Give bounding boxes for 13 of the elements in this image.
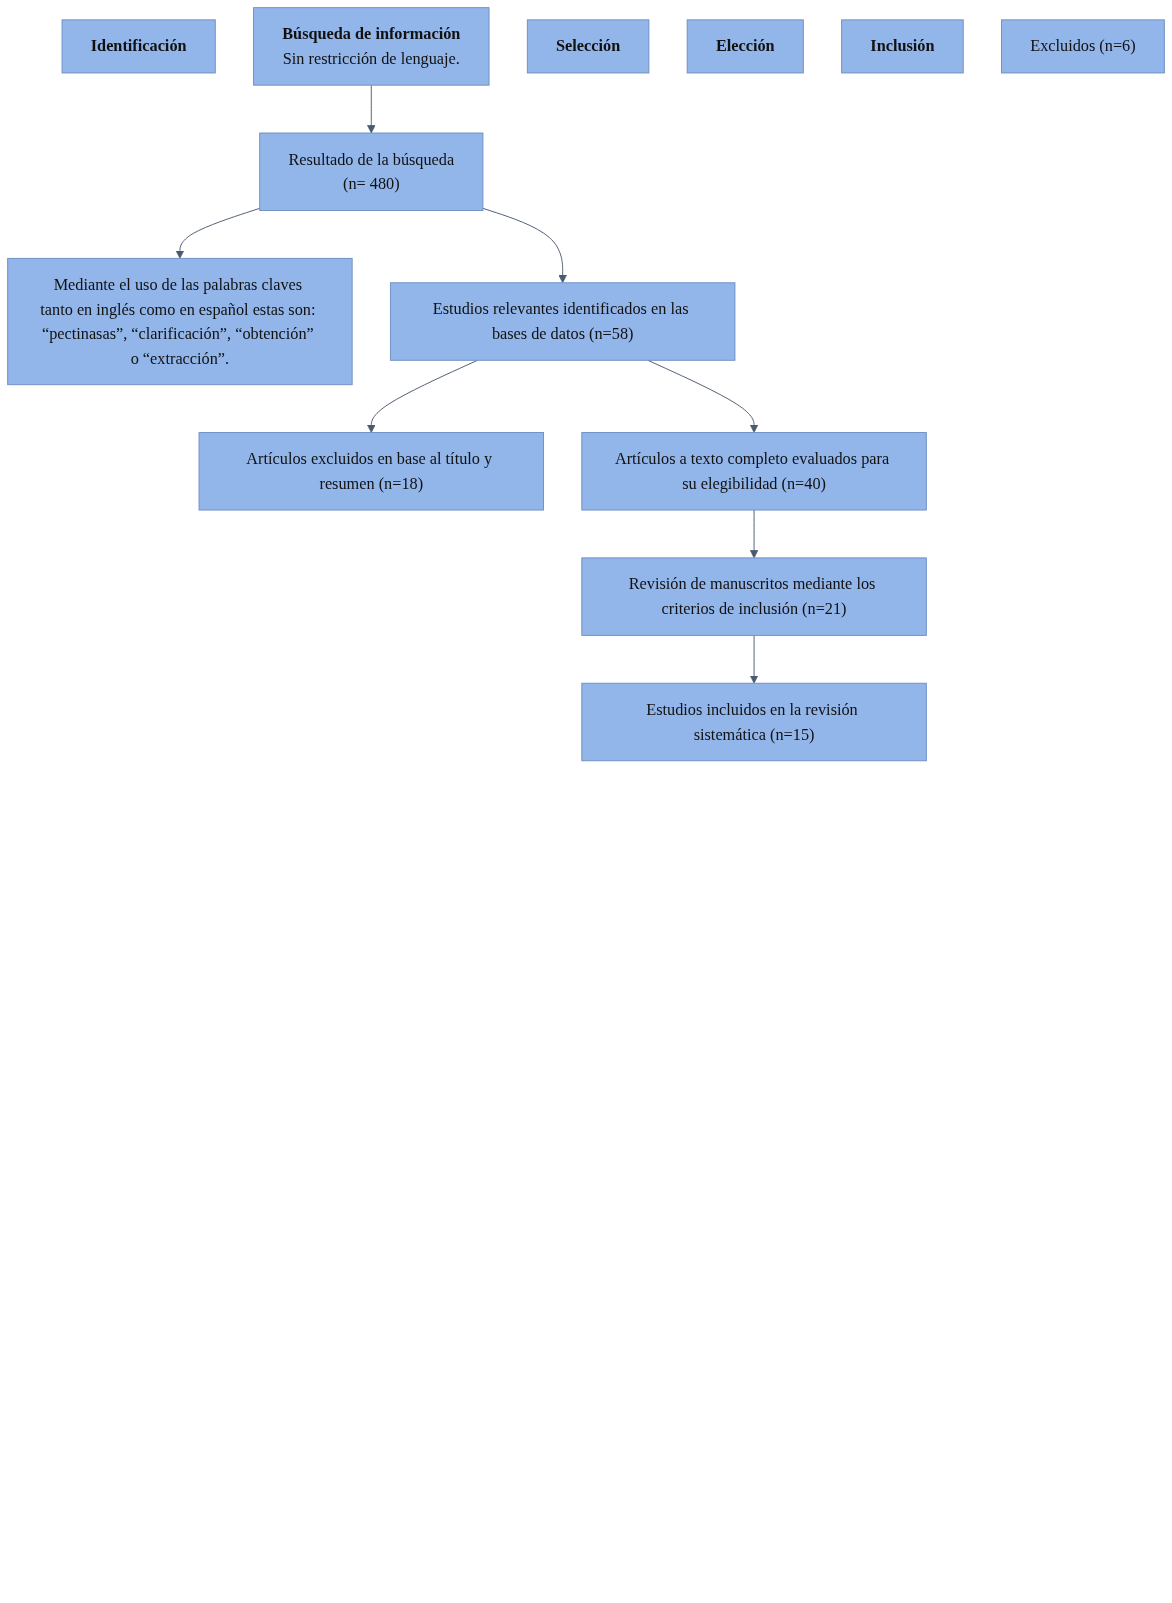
node-box: Mediante el uso de las palabras claves tanto en inglés como en español estas son: “pectinasas”, “clarificación”, “obtención” o “extracción”. <box>7 257 353 386</box>
node-box: Artículos excluidos en base al título y resumen (n=18) <box>198 432 544 511</box>
node-box: Estudios incluidos en la revisión sistemática (n=15) <box>581 682 927 762</box>
node-box: Selección <box>526 19 650 74</box>
node-box: Revisión de manuscritos mediante los criterios de inclusión (n=21) <box>581 557 927 636</box>
node-box: Búsqueda de información Sin restricción de lenguaje. <box>253 7 490 86</box>
node-box: Inclusión <box>841 19 964 74</box>
node-box: Identificación <box>61 19 216 74</box>
node-box: Artículos a texto completo evaluados para su elegibilidad (n=40) <box>581 432 927 511</box>
node-box: Estudios relevantes identificados en las bases de datos (n=58) <box>389 282 736 361</box>
node-box: Elección <box>686 19 804 74</box>
node-box: Resultado de la búsqueda (n= 480) <box>259 132 484 211</box>
node-box: Excluidos (n=6) <box>1001 19 1165 74</box>
